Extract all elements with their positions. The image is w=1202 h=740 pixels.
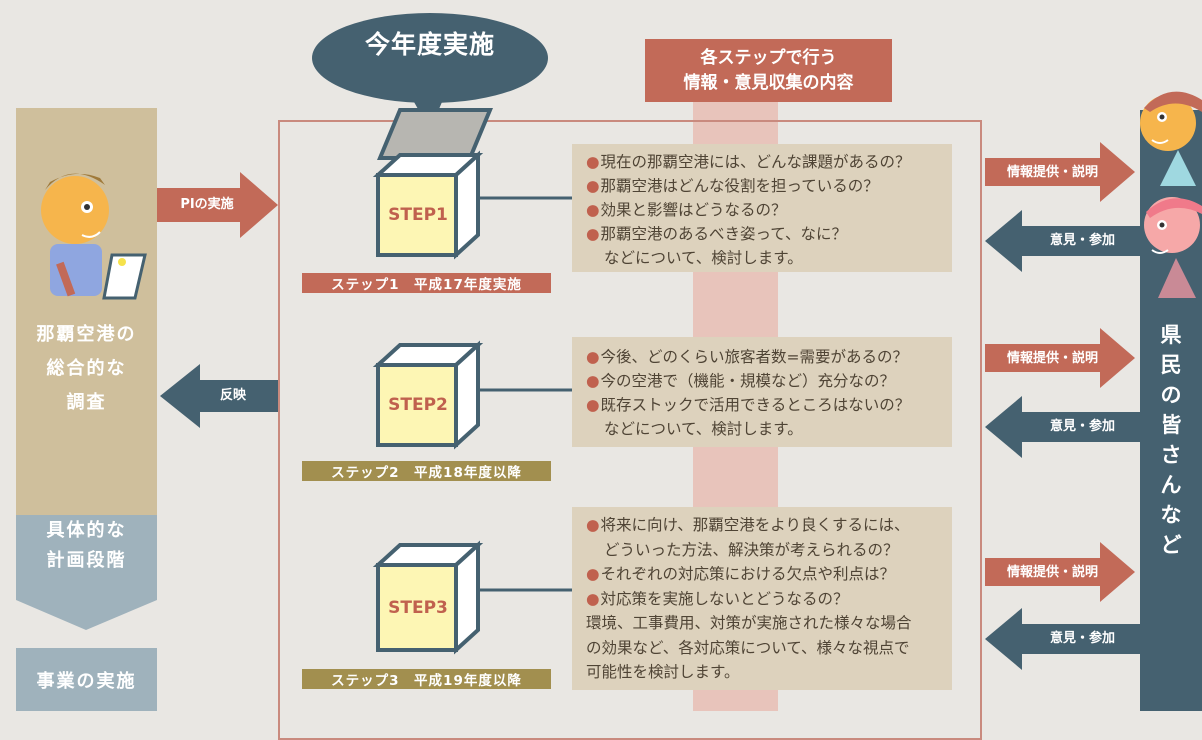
step1-questions: 現在の那覇空港には、どんな課題があるの？ 那覇空港はどんな役割を担っているの？ … [572, 144, 952, 272]
step3-box-label: STEP3 [388, 598, 448, 618]
citizens-illustration [1140, 91, 1202, 298]
plan-arrow-shape [16, 515, 157, 630]
info-label-3: 情報提供・説明 [1006, 565, 1098, 580]
info-label-1: 情報提供・説明 [1006, 165, 1098, 180]
step1-bar: ステップ1 平成17年度実施 [302, 273, 551, 293]
survey-label: 那覇空港の 総合的な 調査 [36, 324, 137, 413]
question-item: それぞれの対応策における欠点や利点は？ [586, 562, 952, 587]
step2-questions: 今後、どのくらい旅客者数=需要があるの？ 今の空港で（機能・規模など）充分なの？… [572, 337, 952, 447]
survey-column [16, 108, 157, 525]
step3-bar: ステップ3 平成19年度以降 [302, 669, 551, 689]
pi-label: PIの実施 [180, 197, 234, 212]
plan-label: 具体的な 計画段階 [46, 520, 127, 571]
diagram-shapes [16, 13, 1202, 670]
citizens-label: 県民の皆さんなど [1140, 320, 1202, 560]
reflect-arrow [160, 364, 278, 428]
bubble-shape [312, 13, 548, 103]
question-footer: などについて、検討します。 [604, 420, 803, 438]
question-item: 将来に向け、那覇空港をより良くするには、 [586, 513, 952, 538]
question-item: 那覇空港のあるべき姿って、なに？ [586, 222, 952, 246]
step3-cube [372, 540, 484, 655]
step2-cube [372, 340, 484, 450]
question-item: 今後、どのくらい旅客者数=需要があるの？ [586, 345, 952, 369]
right-arrows [985, 142, 1140, 670]
opinion-label-2: 意見・参加 [1049, 419, 1115, 434]
question-item: 那覇空港はどんな役割を担っているの？ [586, 174, 952, 198]
header-title: 各ステップで行う 情報・意見収集の内容 [645, 39, 892, 102]
surveyor-illustration [41, 173, 147, 300]
opinion-label-1: 意見・参加 [1049, 233, 1115, 248]
opinion-label-3: 意見・参加 [1049, 631, 1115, 646]
bubble-title: 今年度実施 [364, 30, 495, 59]
question-item: 効果と影響はどうなるの？ [586, 198, 952, 222]
step2-box-label: STEP2 [388, 395, 448, 415]
step1-box-label: STEP1 [388, 205, 448, 225]
exec-label: 事業の実施 [16, 648, 157, 711]
info-label-2: 情報提供・説明 [1006, 351, 1098, 366]
question-para: 可能性を検討します。 [586, 663, 740, 681]
step3-questions: 将来に向け、那覇空港をより良くするには、 どういった方法、解決策が考えられるの？… [572, 507, 952, 690]
pi-arrow [157, 172, 278, 238]
question-footer: などについて、検討します。 [604, 249, 803, 267]
question-item-cont: どういった方法、解決策が考えられるの？ [604, 540, 899, 559]
step2-bar: ステップ2 平成18年度以降 [302, 461, 551, 481]
question-item: 対応策を実施しないとどうなるの？ [586, 587, 952, 612]
question-item: 今の空港で（機能・規模など）充分なの？ [586, 369, 952, 393]
citizens-label-text: 県民の皆さんなど [1160, 323, 1182, 557]
question-item: 既存ストックで活用できるところはないの？ [586, 393, 952, 417]
question-para: 環境、工事費用、対策が実施された様々な場合 [586, 614, 912, 632]
step1-cube [372, 108, 493, 260]
question-para: の効果など、各対応策について、様々な視点で [586, 638, 910, 657]
reflect-label: 反映 [219, 388, 246, 403]
question-item: 現在の那覇空港には、どんな課題があるの？ [586, 150, 952, 174]
